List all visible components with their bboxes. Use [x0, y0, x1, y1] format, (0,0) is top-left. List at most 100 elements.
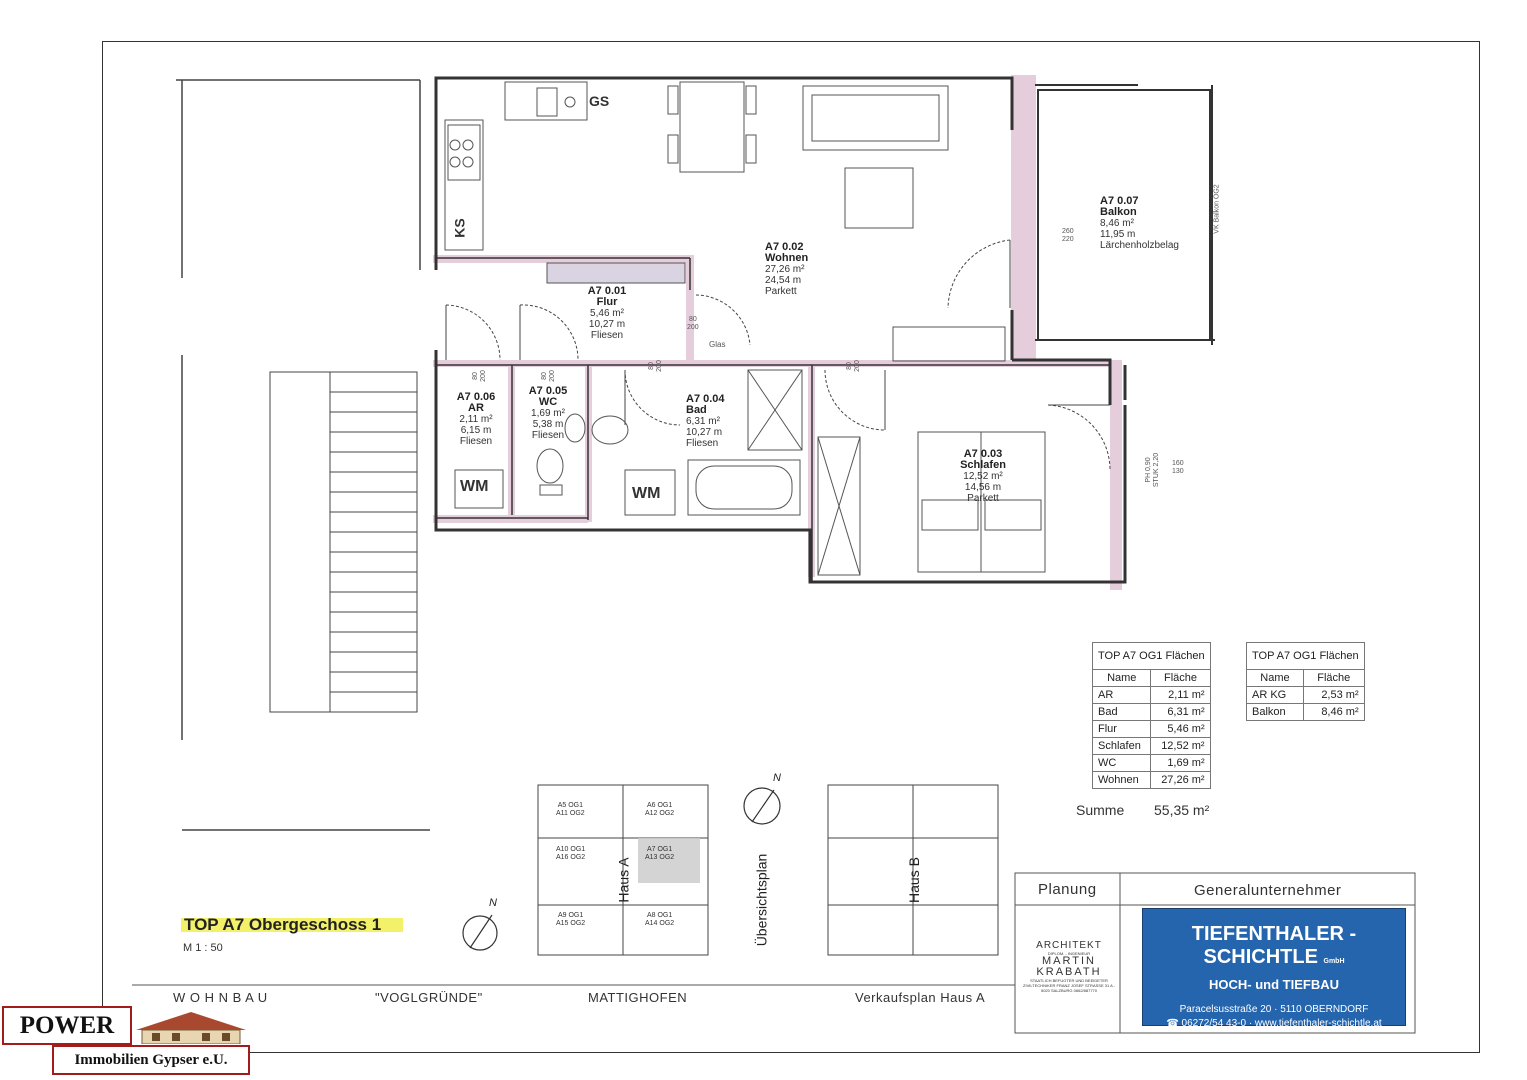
contractor-name: TIEFENTHALER - SCHICHTLE GmbH	[1143, 923, 1405, 969]
room-floor: Fliesen	[459, 436, 493, 447]
tb-project: "VOGLGRÜNDE"	[375, 990, 483, 1005]
room-id: A7 0.04	[686, 393, 725, 405]
contractor-name-text: TIEFENTHALER - SCHICHTLE	[1191, 923, 1357, 968]
cell-area: 12,52 m²	[1150, 737, 1211, 755]
room-wc: A7 0.05 WC 1,69 m² 5,38 m Fliesen	[518, 385, 578, 442]
unit-line: A14 OG2	[645, 920, 675, 927]
room-area: 27,26 m²	[765, 264, 805, 275]
cell-name: Flur	[1091, 720, 1152, 738]
cell-area: 2,53 m²	[1302, 686, 1365, 704]
room-name: Schlafen	[960, 459, 1006, 471]
tb-wohnbau: W O H N B A U	[173, 990, 268, 1005]
room-flur: A7 0.01 Flur 5,46 m² 10,27 m Fliesen	[572, 285, 642, 342]
contractor-address: Paracelsusstraße 20 · 5110 OBERNDORF	[1179, 1004, 1369, 1015]
cell-area: 2,11 m²	[1150, 686, 1211, 704]
cell-name: Wohnen	[1091, 771, 1152, 789]
wm-label: WM	[460, 478, 489, 495]
cell-name: AR KG	[1246, 686, 1304, 704]
room-schlafen: A7 0.03 Schlafen 12,52 m² 14,56 m Parket…	[948, 448, 1018, 505]
room-ar: A7 0.06 AR 2,11 m² 6,15 m Fliesen	[446, 391, 506, 448]
table-header: Name	[1091, 669, 1152, 687]
cell-area: 1,69 m²	[1150, 754, 1211, 772]
room-balkon: A7 0.07 Balkon 8,46 m² 11,95 m Lärchenho…	[1100, 195, 1200, 252]
door-dim: 80 200	[845, 360, 861, 372]
house-logo-icon	[136, 1012, 246, 1044]
room-id: A7 0.05	[528, 385, 568, 397]
room-area: 1,69 m²	[531, 408, 565, 419]
tb-planung: Planung	[1038, 881, 1097, 898]
unit-line: A9 OG1	[557, 912, 584, 919]
room-id: A7 0.01	[587, 285, 627, 297]
contractor-box: TIEFENTHALER - SCHICHTLE GmbH HOCH- und …	[1142, 908, 1406, 1029]
door-dim: 80 200	[647, 360, 663, 372]
room-wohnen: A7 0.02 Wohnen 27,26 m² 24,54 m Parkett	[765, 242, 835, 298]
balkon-door-dim: 260 220	[1062, 228, 1074, 243]
unit-line: A8 OG1	[646, 912, 673, 919]
room-area: 5,46 m²	[590, 308, 624, 319]
architect-line: MARTIN	[1042, 955, 1096, 967]
cell-area: 8,46 m²	[1302, 703, 1365, 721]
window-note: PH 0,90 STUK 2,20	[1145, 452, 1161, 488]
room-id: A7 0.03	[963, 448, 1003, 460]
room-floor: Fliesen	[531, 430, 565, 441]
room-name: Flur	[596, 296, 618, 308]
ks-label: KS	[451, 218, 468, 238]
room-floor: Fliesen	[590, 330, 624, 341]
unit-line: A11 OG2	[556, 810, 585, 817]
balkon-vk-label: VK Balkon OG2	[1213, 184, 1221, 234]
table-header: Fläche	[1302, 669, 1365, 687]
tb-gu: Generalunternehmer	[1194, 882, 1342, 899]
cell-name: Schlafen	[1091, 737, 1152, 755]
cell-name: Balkon	[1246, 703, 1304, 721]
room-id: A7 0.06	[456, 391, 496, 403]
room-perimeter: 10,27 m	[686, 427, 723, 438]
unit-line: A12 OG2	[645, 810, 675, 817]
architect-line: ARCHITEKT	[1036, 940, 1102, 951]
haus-b-label: Haus B	[905, 857, 922, 903]
room-area: 8,46 m²	[1100, 218, 1134, 229]
door-dim: 80 200	[687, 316, 699, 331]
room-area: 2,11 m²	[459, 414, 493, 425]
north-icon: N	[489, 897, 497, 909]
table-header: Fläche	[1150, 669, 1211, 687]
unit-line: A5 OG1	[557, 802, 583, 809]
power-logo-subtitle: Immobilien Gypser e.U.	[52, 1045, 250, 1075]
room-name: AR	[468, 402, 484, 414]
room-perimeter: 24,54 m	[765, 275, 802, 286]
unit-line: A10 OG1	[556, 846, 586, 853]
table-header: Name	[1246, 669, 1304, 687]
architect-line: DIPLOM. - INGENIEUR	[1047, 951, 1091, 956]
plan-title: TOP A7 Obergeschoss 1	[181, 915, 404, 935]
unit-line: A15 OG2	[556, 920, 586, 927]
contractor-tel: ☎ 06272/54 43-0 · www.tiefenthaler-schic…	[1166, 1018, 1382, 1029]
table-caption: TOP A7 OG1 Flächen	[1246, 642, 1365, 670]
wm-label: WM	[632, 485, 661, 502]
unit-line: A16 OG2	[556, 854, 586, 861]
overview-title: Übersichtsplan	[753, 853, 770, 947]
cell-name: AR	[1091, 686, 1152, 704]
tb-location: MATTIGHOFEN	[588, 990, 688, 1005]
room-floor: Parkett	[967, 493, 999, 504]
plan-scale: M 1 : 50	[183, 942, 223, 954]
room-area: 12,52 m²	[963, 471, 1003, 482]
door-dim: 80 200	[471, 370, 487, 382]
room-name: WC	[538, 396, 558, 408]
cell-area: 5,46 m²	[1150, 720, 1211, 738]
cell-name: WC	[1091, 754, 1152, 772]
room-floor: Parkett	[765, 286, 797, 297]
gs-label: GS	[589, 93, 610, 109]
north-icon: N	[773, 772, 781, 784]
room-perimeter: 6,15 m	[460, 425, 492, 436]
room-id: A7 0.07	[1100, 195, 1139, 207]
tb-plan-type: Verkaufsplan Haus A	[855, 990, 986, 1005]
sum-label: Summe	[1076, 802, 1125, 818]
